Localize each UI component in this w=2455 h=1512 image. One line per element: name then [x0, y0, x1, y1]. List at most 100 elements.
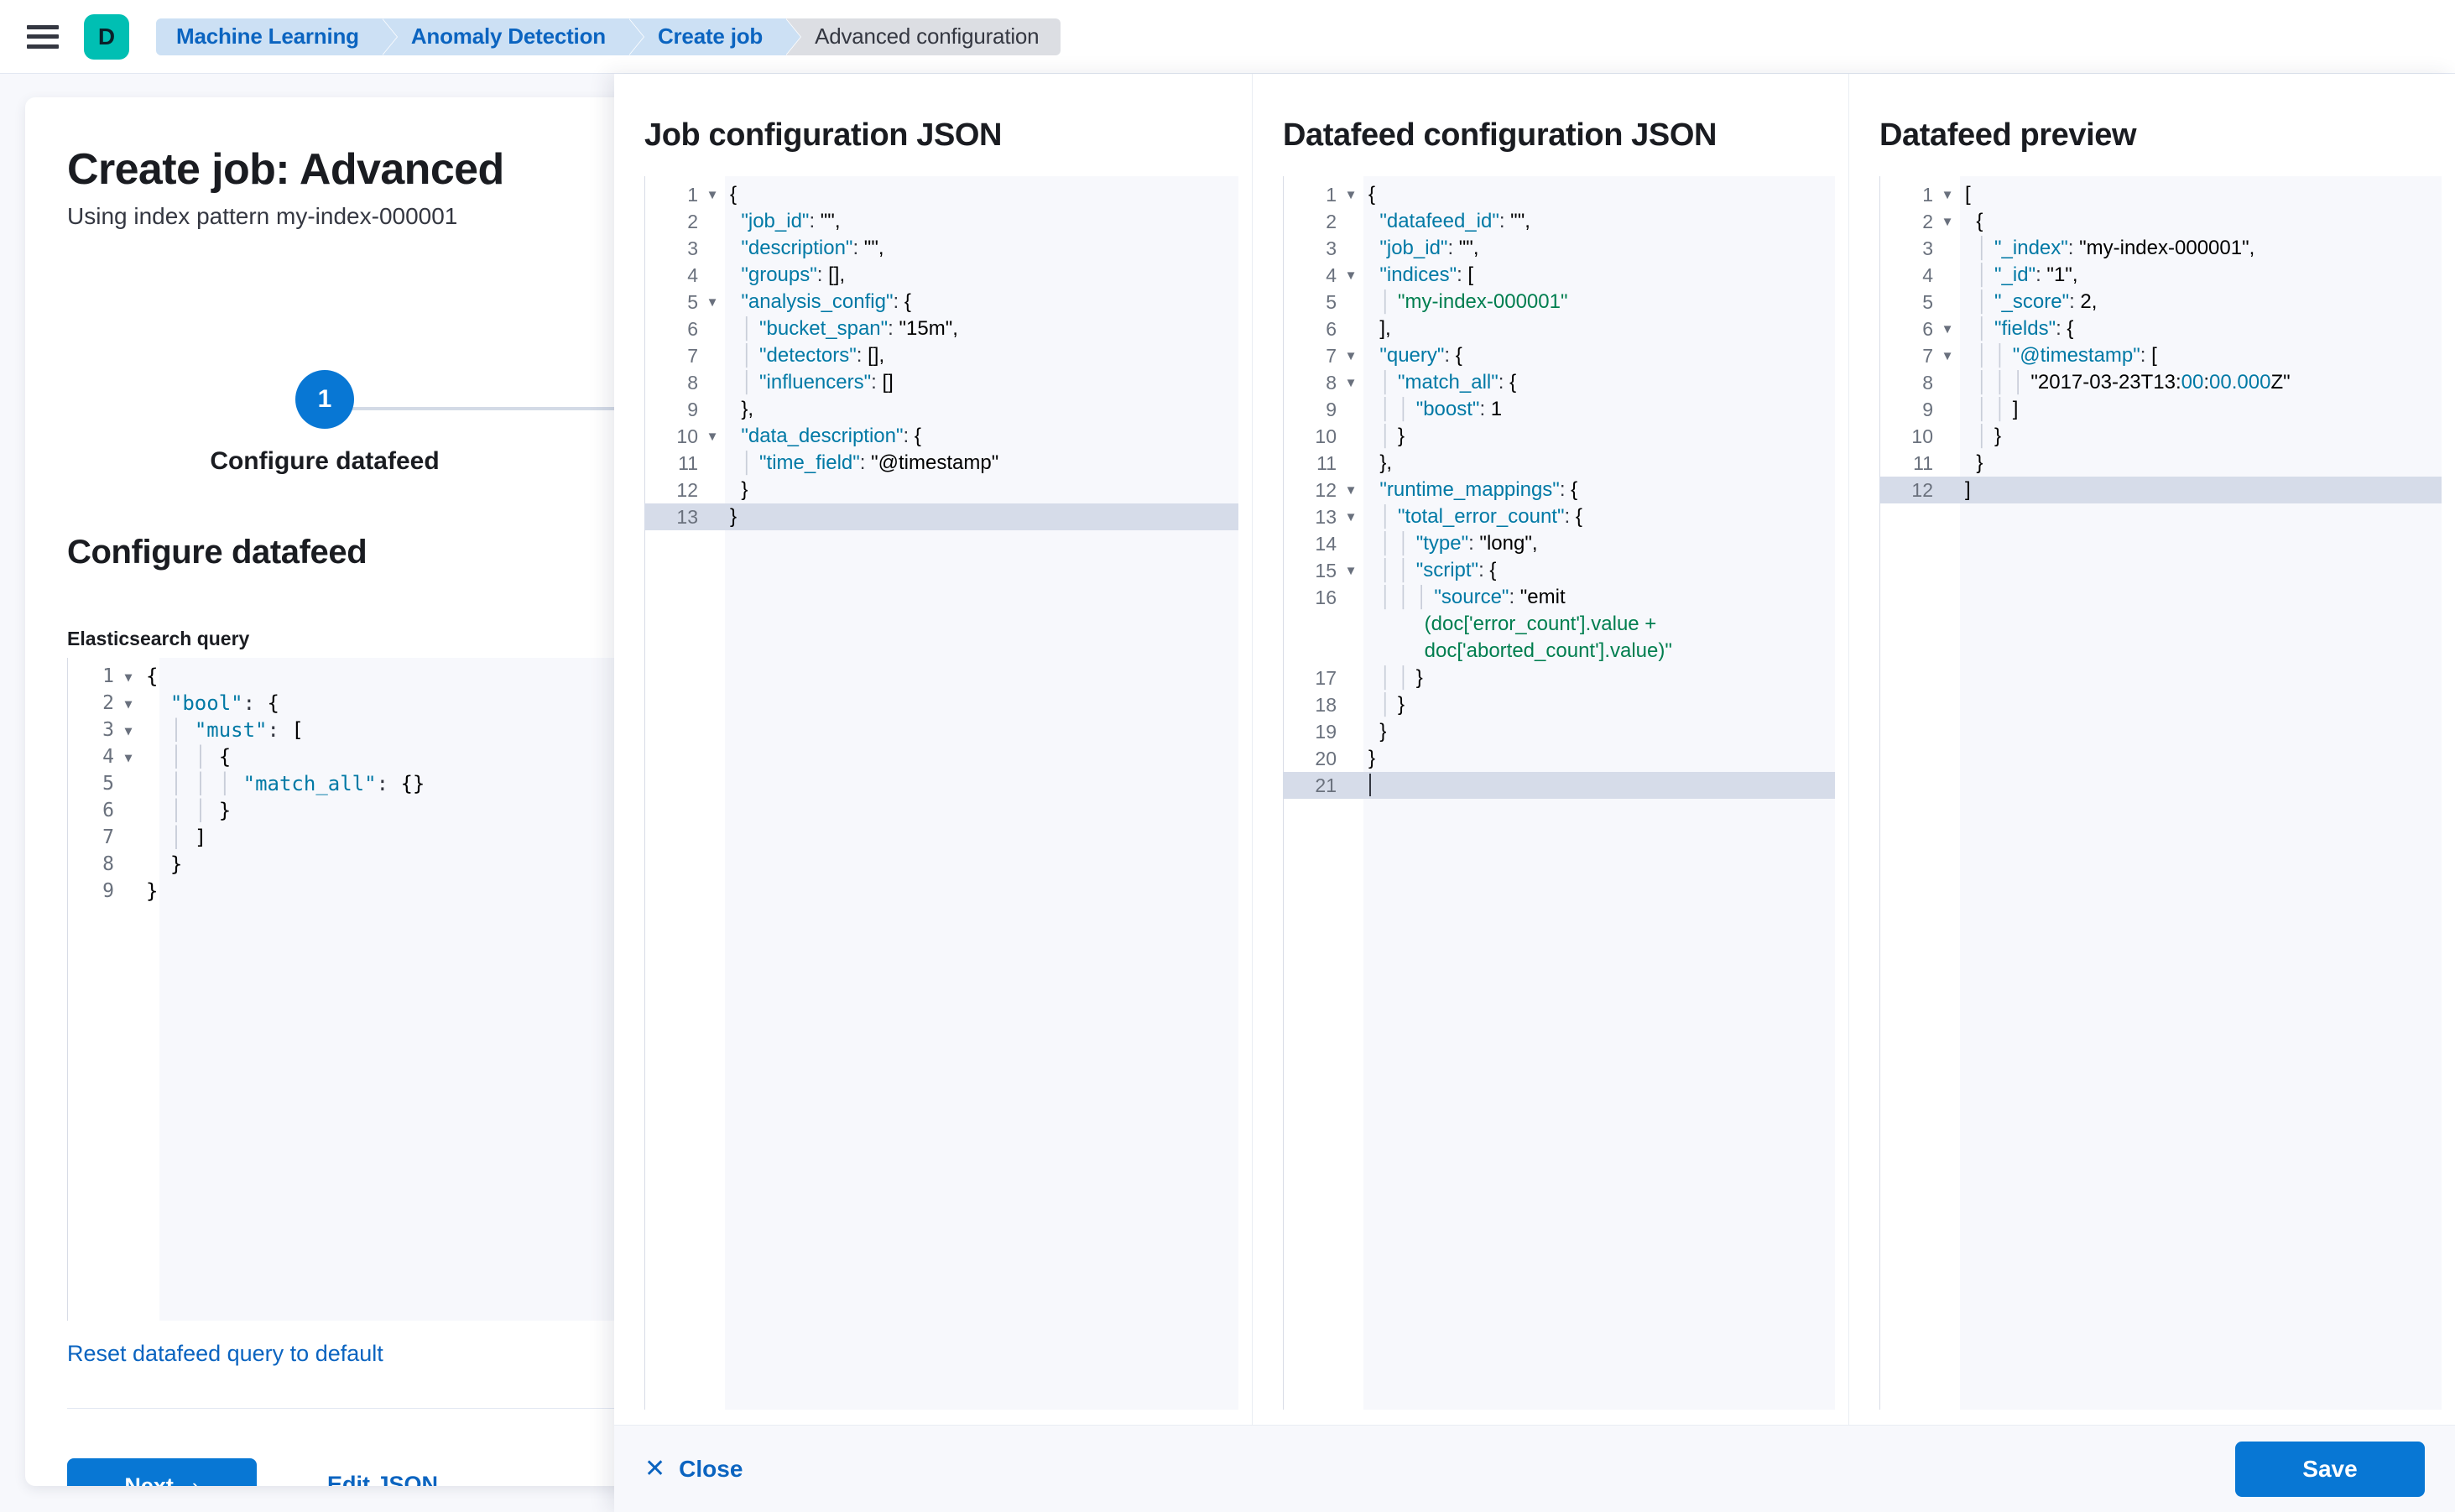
code-text: │ "fields": {: [1976, 317, 2074, 340]
code-text: │ "bucket_span": "15m",: [741, 317, 958, 340]
code-text: │ │ │ "match_all": {}: [169, 772, 425, 795]
code-line: 10 │ }: [1879, 423, 2442, 450]
code-text: {: [146, 665, 159, 688]
datafeed-preview-editor[interactable]: 1[2 {3 │ "_index": "my-index-000001",4 │…: [1879, 176, 2442, 1410]
editor-lines: 1{2 "datafeed_id": "",3 "job_id": "",4 "…: [1283, 181, 1835, 799]
code-text: │ ]: [169, 826, 207, 849]
code-line: 6 │ "bucket_span": "15m",: [644, 315, 1238, 342]
editor-lines: 1[2 {3 │ "_index": "my-index-000001",4 │…: [1879, 181, 2442, 503]
code-line: 2 "job_id": "",: [644, 208, 1238, 235]
line-number: 1: [687, 184, 698, 206]
line-number: 3: [687, 237, 698, 259]
hamburger-icon[interactable]: [27, 24, 59, 49]
code-line: 14 │ │ "type": "long",: [1283, 530, 1835, 557]
breadcrumb-label: Anomaly Detection: [410, 23, 606, 49]
code-line: 7 "query": {: [1283, 342, 1835, 369]
code-line: 15 │ │ "script": {: [1283, 557, 1835, 584]
fold-toggle-icon[interactable]: [119, 717, 138, 745]
fold-toggle-icon[interactable]: [119, 743, 138, 772]
code-line: 13 │ "total_error_count": {: [1283, 503, 1835, 530]
code-text: │ │ }: [1379, 666, 1423, 689]
editor-background: [1960, 176, 2442, 1410]
code-text: │ │ ]: [1976, 398, 2019, 420]
fold-toggle-icon[interactable]: [1342, 342, 1360, 371]
code-text: }: [730, 505, 738, 528]
code-text: }: [146, 879, 159, 903]
code-line: 5 │ "_score": 2,: [1879, 289, 2442, 315]
fold-toggle-icon[interactable]: [119, 690, 138, 718]
breadcrumb-label: Create job: [657, 23, 764, 49]
fold-toggle-icon[interactable]: [703, 423, 722, 451]
fold-toggle-icon[interactable]: [1938, 208, 1957, 237]
save-button[interactable]: Save: [2235, 1442, 2425, 1497]
line-number: 9: [1922, 399, 1933, 420]
fold-toggle-icon[interactable]: [1938, 181, 1957, 210]
edit-json-link[interactable]: Edit JSON: [327, 1472, 439, 1486]
code-line: 8 │ "influencers": []: [644, 369, 1238, 396]
close-icon: ✕: [644, 1455, 666, 1483]
code-line: 5 │ "my-index-000001": [1283, 289, 1835, 315]
code-line: 7 │ "detectors": [],: [644, 342, 1238, 369]
fold-toggle-icon[interactable]: [1342, 477, 1360, 505]
job-configuration-editor[interactable]: 1{2 "job_id": "",3 "description": "",4 "…: [644, 176, 1238, 1410]
next-button[interactable]: Next ›: [67, 1458, 257, 1486]
code-line: 1{: [67, 663, 1183, 690]
code-line: 12 }: [644, 477, 1238, 503]
breadcrumb: Machine Learning Anomaly Detection Creat…: [156, 18, 1061, 55]
elasticsearch-query-label: Elasticsearch query: [67, 628, 250, 649]
next-button-label: Next: [124, 1473, 174, 1487]
fold-toggle-icon[interactable]: [1342, 262, 1360, 290]
fold-toggle-icon[interactable]: [119, 663, 138, 691]
job-configuration-title: Job configuration JSON: [644, 117, 1003, 153]
code-text: "job_id": "",: [741, 210, 841, 232]
fold-toggle-icon[interactable]: [1342, 557, 1360, 586]
breadcrumb-item-create-job[interactable]: Create job: [628, 18, 801, 55]
editor-gutter-divider: [67, 658, 68, 1321]
line-number: 10: [676, 425, 698, 447]
code-line: 1{: [644, 181, 1238, 208]
line-number: 17: [1315, 667, 1337, 689]
code-text: "description": "",: [741, 237, 884, 259]
code-text: },: [1379, 451, 1393, 474]
code-line: 4 │ │ {: [67, 743, 1183, 770]
code-line: 12 "runtime_mappings": {: [1283, 477, 1835, 503]
code-line: 5 │ │ │ "match_all": {}: [67, 770, 1183, 797]
fold-toggle-icon[interactable]: [1342, 503, 1360, 532]
line-number: 4: [102, 746, 114, 768]
datafeed-configuration-editor[interactable]: 1{2 "datafeed_id": "",3 "job_id": "",4 "…: [1283, 176, 1835, 1410]
reset-datafeed-query-link[interactable]: Reset datafeed query to default: [67, 1341, 383, 1366]
code-line: 1[: [1879, 181, 2442, 208]
flyout-body: Job configuration JSON 1{2 "job_id": "",…: [614, 74, 2455, 1425]
stepper-step-1-circle[interactable]: 1: [295, 370, 354, 429]
breadcrumb-item-anomaly-detection[interactable]: Anomaly Detection: [382, 18, 644, 55]
fold-toggle-icon[interactable]: [1938, 342, 1957, 371]
fold-toggle-icon[interactable]: [1342, 181, 1360, 210]
fold-toggle-icon[interactable]: [703, 181, 722, 210]
code-text: │ │ "boost": 1: [1379, 398, 1503, 420]
code-text: │ "influencers": []: [741, 371, 894, 394]
code-text: │ │ │ "2017-03-23T13:00:00.000Z": [1976, 371, 2291, 394]
fold-toggle-icon[interactable]: [1938, 315, 1957, 344]
app-logo-avatar[interactable]: D: [84, 13, 129, 60]
line-number: 6: [687, 318, 698, 340]
breadcrumb-item-advanced-configuration[interactable]: Advanced configuration: [786, 18, 1061, 55]
editor-background: [725, 176, 1238, 1410]
breadcrumb-item-machine-learning[interactable]: Machine Learning: [156, 18, 397, 55]
code-text: │ "time_field": "@timestamp": [741, 451, 999, 474]
line-number: 9: [1326, 399, 1337, 420]
line-number: 1: [102, 665, 114, 687]
code-line: 1{: [1283, 181, 1835, 208]
line-number: 11: [678, 452, 698, 474]
code-text: "runtime_mappings": {: [1379, 478, 1578, 501]
code-line: 3 "job_id": "",: [1283, 235, 1835, 262]
code-text: {: [730, 183, 738, 206]
fold-toggle-icon[interactable]: [1342, 369, 1360, 398]
fold-toggle-icon[interactable]: [703, 289, 722, 317]
line-number: 18: [1315, 694, 1337, 716]
line-number: 11: [1316, 452, 1337, 474]
app-logo-letter: D: [97, 23, 116, 50]
job-configuration-column: Job configuration JSON 1{2 "job_id": "",…: [614, 74, 1252, 1425]
close-button[interactable]: ✕ Close: [644, 1454, 743, 1483]
code-text: }: [741, 478, 748, 501]
code-text: │ "_score": 2,: [1976, 290, 2098, 313]
